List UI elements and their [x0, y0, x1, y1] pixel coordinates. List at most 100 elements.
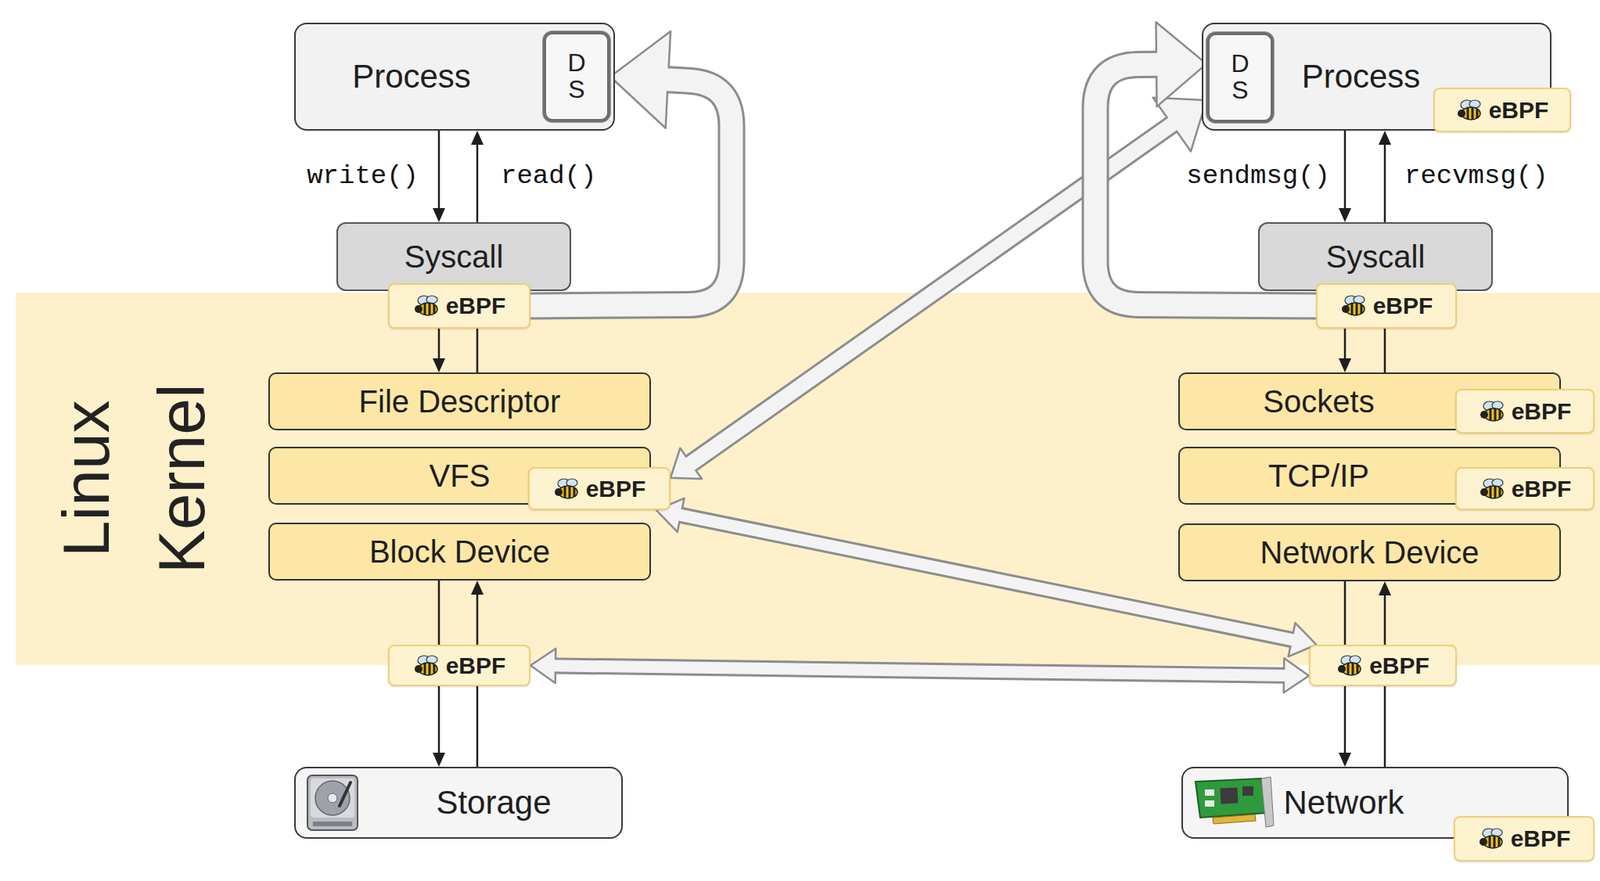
- box-label: Syscall: [404, 239, 504, 275]
- bee-icon: [1336, 653, 1365, 679]
- flow-arrow: [1378, 581, 1392, 645]
- ebpf-data-arrow: [670, 97, 1207, 479]
- arrow-head: [1378, 581, 1392, 596]
- arrow-line: [1384, 328, 1387, 373]
- ebpf-badge: eBPF: [1455, 388, 1595, 434]
- ebpf-label: eBPF: [1511, 398, 1572, 425]
- box-label: Process: [1301, 57, 1421, 96]
- arrow-line: [1384, 143, 1387, 223]
- arrow-head: [1338, 358, 1352, 373]
- syscall-name: write(): [306, 161, 419, 191]
- flow-arrow: [471, 580, 484, 645]
- data-structure-box: D S: [1206, 32, 1274, 123]
- flow-arrow: [477, 328, 479, 373]
- arrow-head: [432, 208, 446, 223]
- arrow-line: [438, 686, 441, 755]
- box-label: Sockets: [1262, 384, 1374, 420]
- arrow-line: [1344, 328, 1347, 360]
- bee-icon: [553, 476, 582, 502]
- flow-arrow: [432, 328, 446, 373]
- ebpf-badge: eBPF: [528, 467, 671, 511]
- ebpf-label: eBPF: [445, 292, 507, 320]
- ebpf-badge: eBPF: [1315, 283, 1457, 329]
- arrow-line: [438, 328, 441, 360]
- bee-icon: [1456, 97, 1485, 123]
- flow-arrow: [1338, 328, 1352, 373]
- network-card-icon: [1189, 775, 1276, 831]
- flow-arrow: [432, 686, 446, 767]
- bee-icon: [1478, 476, 1507, 502]
- bee-icon: [1478, 399, 1507, 425]
- kernel-layer-box: Block Device: [268, 522, 651, 581]
- ebpf-badge: eBPF: [1308, 644, 1457, 687]
- ebpf-badge: eBPF: [1433, 87, 1572, 133]
- syscall-name: recvmsg(): [1404, 161, 1549, 191]
- ebpf-badge: eBPF: [1453, 816, 1595, 862]
- arrow-head: [432, 358, 446, 373]
- syscall-name: read(): [500, 161, 597, 191]
- box-label: VFS: [429, 458, 491, 494]
- data-structure-box: D S: [542, 31, 611, 123]
- ebpf-badge: eBPF: [1455, 467, 1595, 511]
- flow-arrow: [438, 580, 440, 645]
- arrow-line: [1344, 581, 1347, 645]
- arrow-head: [432, 752, 446, 767]
- box-label: Block Device: [369, 534, 551, 570]
- arrow-head: [1338, 752, 1352, 767]
- arrow-fill: [552, 665, 1288, 676]
- flow-arrow: [1384, 328, 1386, 373]
- arrow-line: [476, 686, 479, 767]
- flow-arrow: [1384, 686, 1386, 767]
- flow-arrow: [1344, 581, 1346, 645]
- arrow-head: [530, 648, 556, 684]
- flow-arrow: [477, 686, 479, 767]
- flow-arrow: [1378, 130, 1392, 223]
- flow-arrow: [432, 130, 446, 223]
- ebpf-label: eBPF: [1510, 825, 1572, 853]
- flow-arrow: [1338, 686, 1352, 767]
- syscall-box: Syscall: [336, 222, 572, 292]
- syscall-box: Syscall: [1258, 222, 1493, 292]
- box-label: D S: [1226, 50, 1254, 104]
- bee-icon: [413, 293, 442, 319]
- arrow-line: [1384, 686, 1387, 767]
- process-box: Process D S: [294, 22, 615, 131]
- arrow-line: [1384, 593, 1387, 645]
- box-label: Network Device: [1259, 535, 1479, 571]
- box-label: TCP/IP: [1268, 458, 1370, 494]
- arrow-head: [1155, 21, 1207, 107]
- bee-icon: [1477, 826, 1507, 852]
- box-label: File Descriptor: [359, 384, 561, 420]
- ebpf-badge: eBPF: [388, 283, 531, 329]
- arrow-line: [438, 130, 441, 210]
- ebpf-label: eBPF: [1373, 292, 1434, 320]
- ebpf-label: eBPF: [1488, 97, 1550, 124]
- ebpf-label: eBPF: [1369, 652, 1430, 680]
- arrow-head: [1283, 657, 1309, 693]
- arrow-head: [1378, 130, 1392, 145]
- arrow-line: [476, 593, 479, 645]
- ebpf-label: eBPF: [586, 475, 647, 503]
- flow-arrow: [471, 130, 484, 223]
- arrow-line: [1344, 130, 1347, 210]
- ebpf-badge: eBPF: [388, 644, 531, 687]
- arrow-head: [471, 580, 484, 595]
- hard-disk-icon: [305, 773, 360, 833]
- arrow-line: [438, 580, 441, 645]
- box-label: D S: [562, 50, 590, 103]
- ebpf-data-arrow: [530, 648, 1309, 693]
- bee-icon: [1340, 293, 1369, 319]
- flow-arrow: [1338, 130, 1352, 223]
- ebpf-label: eBPF: [1511, 475, 1572, 503]
- arrow-line: [1344, 686, 1347, 755]
- box-label: Syscall: [1326, 239, 1426, 275]
- ebpf-label: eBPF: [445, 652, 507, 680]
- arrow-line: [476, 328, 479, 373]
- arrow-head: [471, 130, 484, 145]
- kernel-layer-box: File Descriptor: [268, 372, 651, 431]
- box-label: Storage: [435, 783, 551, 822]
- bee-icon: [413, 653, 442, 679]
- box-label: Network: [1283, 783, 1404, 822]
- box-label: Process: [352, 57, 472, 96]
